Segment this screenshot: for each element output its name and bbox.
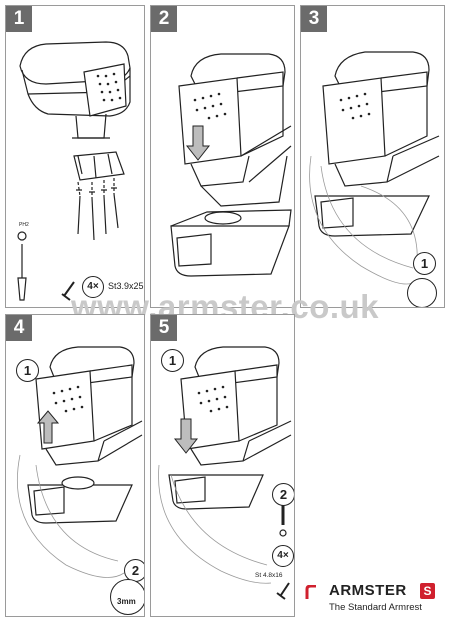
step-4-panel: 4 1 2 3mm	[5, 314, 145, 617]
step-5-callout-2: 2	[272, 483, 294, 506]
step-4-detail-circle	[110, 579, 144, 615]
step-4-measurement: 3mm	[117, 597, 136, 606]
step-3-callout: 1	[413, 252, 436, 275]
step-5-panel: 5 1 2 4× St 4.8x16	[150, 314, 295, 617]
step-3-detail-circle	[407, 278, 437, 307]
step-5-callout-1: 1	[161, 349, 184, 372]
step-3-panel: 3 1	[300, 5, 445, 308]
armster-brand: ARMSTER S The Standard Armrest	[305, 582, 445, 616]
step-1-screw-size: St3.9x25	[108, 281, 144, 291]
step-4-callout-1: 1	[16, 359, 39, 382]
step-1-illustration	[17, 41, 131, 301]
step-4-illustration	[16, 346, 143, 578]
step-2-badge: 2	[151, 6, 177, 32]
step-3-illustration	[309, 51, 440, 285]
step-1-panel: 1 PH	[5, 5, 145, 308]
brand-tagline: The Standard Armrest	[329, 602, 422, 613]
tool-note: PH2	[19, 222, 29, 228]
armster-logo-icon	[305, 585, 316, 599]
brand-name: ARMSTER	[329, 582, 407, 599]
step-5-screw-quantity: 4×	[272, 545, 294, 567]
step-1-badge: 1	[6, 6, 32, 32]
step-4-badge: 4	[6, 315, 32, 341]
step-5-badge: 5	[151, 315, 177, 341]
step-2-panel: 2	[150, 5, 295, 308]
brand-s-badge: S	[420, 583, 435, 599]
step-3-badge: 3	[301, 6, 327, 32]
step-1-screw-quantity: 4×	[82, 276, 104, 298]
step-2-illustration	[170, 53, 292, 277]
step-5-illustration	[158, 346, 292, 600]
step-5-screw-size: St 4.8x16	[255, 572, 283, 579]
